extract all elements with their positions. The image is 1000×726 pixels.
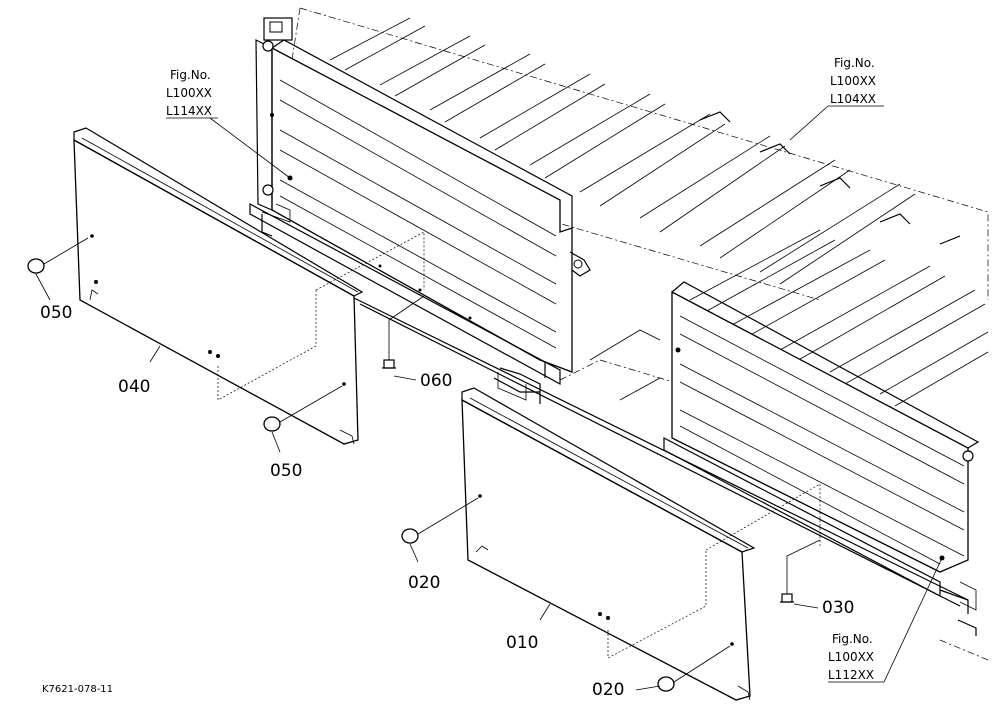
part-020-upper: 020 bbox=[408, 573, 440, 593]
fig-b-code1: L100XX bbox=[830, 74, 876, 88]
fig-a-title: Fig.No. bbox=[170, 68, 211, 82]
fig-c-code2: L112XX bbox=[828, 668, 874, 682]
leader-lines bbox=[35, 105, 943, 691]
frame-rail bbox=[349, 295, 969, 614]
part-050-upper: 050 bbox=[40, 303, 72, 323]
bed-floor-ribs-lower bbox=[589, 229, 989, 407]
lower-side-gate bbox=[663, 281, 980, 636]
fig-a-code2: L114XX bbox=[166, 104, 212, 118]
upper-side-gate bbox=[249, 17, 591, 386]
part-020-lower: 020 bbox=[592, 680, 624, 700]
knob-020a bbox=[401, 528, 419, 544]
fig-b-code2: L104XX bbox=[830, 92, 876, 106]
cargo-bed-outline bbox=[291, 7, 989, 661]
fig-b-title: Fig.No. bbox=[834, 56, 875, 70]
fig-c-title: Fig.No. bbox=[832, 632, 873, 646]
fig-label-a: Fig.No. L100XX L114XX bbox=[166, 68, 212, 118]
fig-a-code1: L100XX bbox=[166, 86, 212, 100]
knob-020b bbox=[657, 676, 675, 692]
part-060: 060 bbox=[420, 371, 452, 391]
bolt-030 bbox=[781, 593, 793, 603]
fig-label-b: Fig.No. L100XX L104XX bbox=[830, 56, 876, 106]
fig-c-code1: L100XX bbox=[828, 650, 874, 664]
fasteners bbox=[27, 237, 821, 692]
fig-label-c: Fig.No. L100XX L112XX bbox=[828, 632, 874, 682]
bolt-060 bbox=[383, 359, 395, 369]
drawing-code: K7621-078-11 bbox=[42, 684, 113, 695]
part-030: 030 bbox=[822, 598, 854, 618]
part-numbers: 050 040 050 060 020 010 020 030 bbox=[40, 303, 854, 700]
knob-050b bbox=[263, 416, 281, 432]
knob-050a bbox=[27, 258, 45, 274]
panel-040 bbox=[73, 127, 425, 445]
panel-010 bbox=[461, 387, 821, 701]
part-010: 010 bbox=[506, 633, 538, 653]
part-050-lower: 050 bbox=[270, 461, 302, 481]
bed-floor-ribs-upper bbox=[329, 17, 961, 285]
part-040: 040 bbox=[118, 377, 150, 397]
